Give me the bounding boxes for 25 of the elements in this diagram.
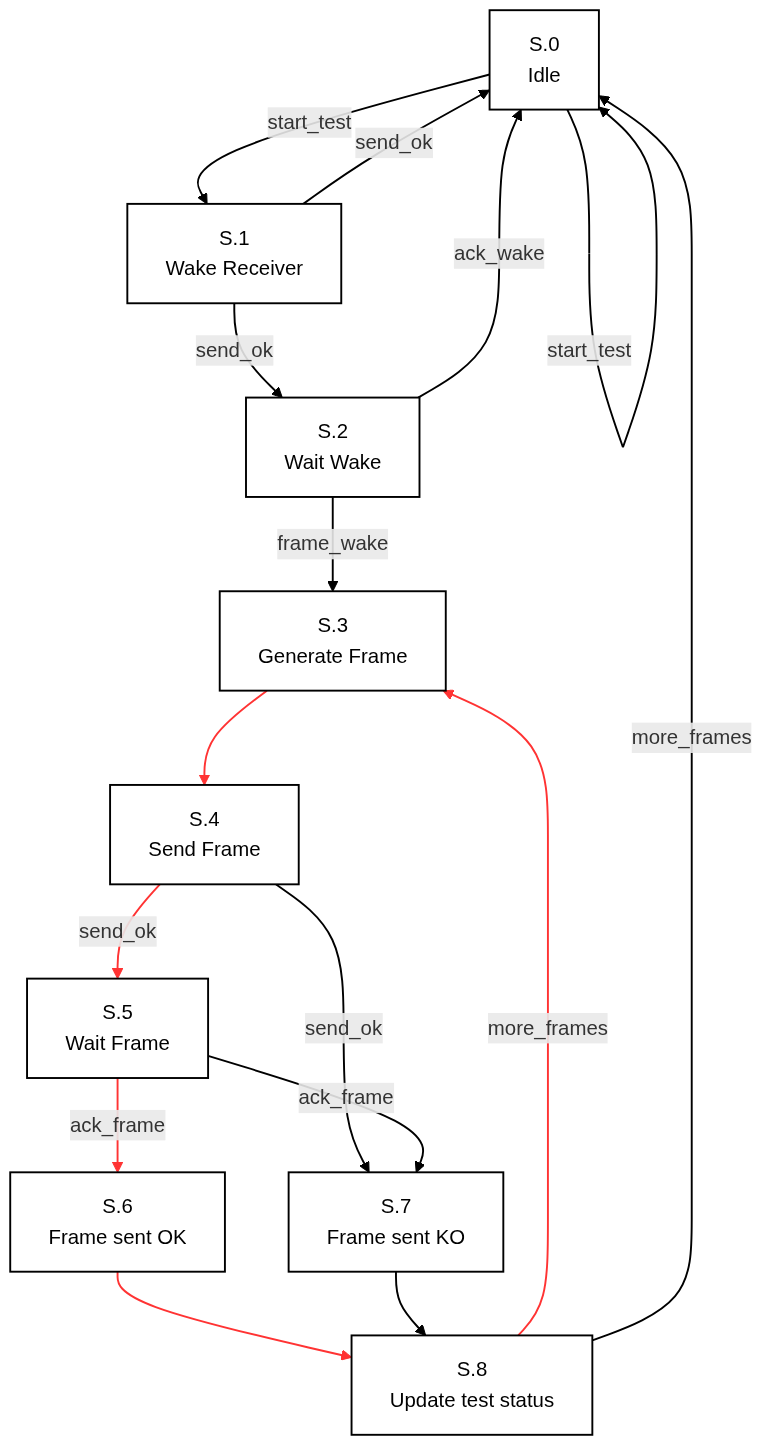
node-box: S.2 Wait Wake: [245, 396, 421, 498]
arrow: [442, 689, 549, 1337]
node-box: S.8 Update test status: [350, 1334, 594, 1436]
edge-label: more_frames: [631, 726, 752, 748]
node-box: S.1 Wake Receiver: [126, 202, 343, 305]
edge-label: frame_wake: [277, 532, 389, 555]
edge-label: ack_frame: [298, 1086, 394, 1109]
arrow: [198, 689, 268, 786]
edge-label: send_ok: [305, 1016, 383, 1039]
node-box: S.7 Frame sent KO: [287, 1171, 505, 1273]
node-box: S.5 Wait Frame: [26, 977, 210, 1079]
arrow: [417, 109, 522, 399]
edge-label: ack_frame: [69, 1113, 166, 1136]
arrow: [395, 1270, 427, 1336]
node-box: S.0 Idle: [488, 9, 600, 111]
node-box: S.3 Generate Frame: [218, 590, 447, 692]
node-box: S.6 Frame sent OK: [9, 1171, 226, 1273]
edge-label: send_ok: [79, 920, 157, 942]
edge-label: more_frames: [487, 1016, 608, 1039]
edge-label: start_test: [547, 338, 632, 361]
edge-label: send_ok: [195, 338, 273, 361]
edge-label: ack_wake: [453, 242, 545, 264]
edge-label: start_test: [267, 111, 352, 133]
edge-label: send_ok: [355, 131, 433, 154]
node-box: S.4 Send Frame: [109, 784, 300, 886]
